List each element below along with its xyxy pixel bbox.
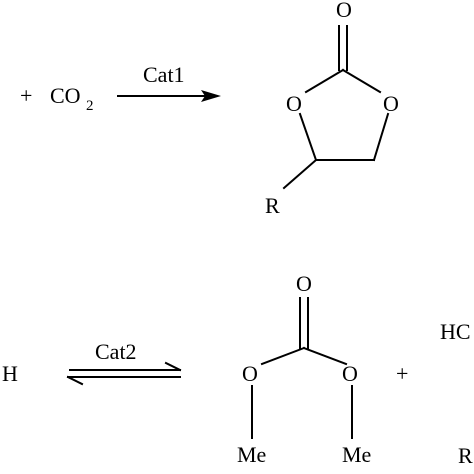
catalyst-1-label: Cat1 [143,62,185,87]
plus-sign-2: + [396,361,408,386]
equilibrium-arrow [66,361,182,386]
coproduct-r-label: R [458,443,473,468]
methyl-left: Me [237,442,266,467]
substituent-r-1: R [265,193,280,218]
coproduct-diol-structure: HC R [440,319,473,468]
forward-arrow [117,90,221,102]
ester-oxygen-right: O [342,361,358,386]
dimethyl-carbonate-structure: O O O Me Me [237,271,371,467]
catalyst-2-label: Cat2 [95,339,137,364]
carbonyl-oxygen-2: O [296,271,312,296]
carbonyl-oxygen-1: O [336,0,352,22]
methyl-right: Me [342,442,371,467]
plus-sign-1: + [20,83,32,108]
coproduct-hc-label: HC [440,319,471,344]
co2-label: CO [50,83,81,108]
cyclic-carbonate-structure: O O O R [265,0,399,218]
reaction-1: + CO 2 Cat1 O O O R [20,0,399,218]
ring-oxygen-left: O [286,91,302,116]
ester-oxygen-left: O [242,361,258,386]
reaction-2: H Cat2 O O O Me Me + HC R [2,271,473,468]
ring-oxygen-right: O [383,91,399,116]
reactant-h-fragment: H [2,361,18,386]
co2-subscript: 2 [86,98,94,114]
